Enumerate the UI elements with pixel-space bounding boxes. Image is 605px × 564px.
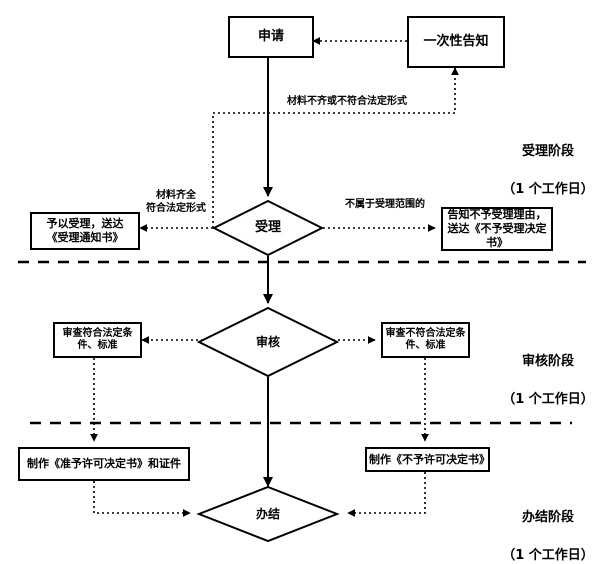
edge-label-out-of-scope: 不属于受理范围的 [345, 199, 425, 210]
node-permit-grant[interactable]: 制作《准予许可决定书》和证件 [18, 447, 190, 481]
stage-label-review: 审核阶段 （1 个工作日） [498, 334, 598, 428]
node-accept[interactable]: 受理 [211, 199, 325, 257]
stage-review-name: 审核阶段 [521, 353, 574, 369]
node-review-label: 审核 [255, 334, 280, 349]
accept-diamond-shape [211, 199, 325, 257]
node-review-pass-label: 审查符合法定条 件、标准 [62, 327, 133, 352]
node-permit-grant-label: 制作《准予许可决定书》和证件 [27, 457, 181, 471]
stage-review-duration: （1 个工作日） [502, 391, 594, 407]
node-one-time-notice-label: 一次性告知 [423, 33, 489, 49]
node-one-time-notice[interactable]: 一次性告知 [407, 16, 505, 68]
node-accept-no[interactable]: 告知不予受理理由，送达《不予受理决定书》 [441, 207, 553, 251]
node-finish-label: 办结 [255, 506, 280, 521]
node-accept-no-label: 告知不予受理理由，送达《不予受理决定书》 [447, 208, 547, 249]
finish-diamond-shape [196, 485, 340, 543]
stage-acceptance-name: 受理阶段 [521, 143, 574, 159]
node-apply-label: 申请 [257, 28, 284, 44]
node-review-pass[interactable]: 审查符合法定条 件、标准 [53, 322, 142, 358]
stage-finish-duration: （1 个工作日） [502, 547, 594, 563]
edge-deny-to-finish [347, 472, 426, 517]
node-accept-label: 受理 [254, 220, 281, 236]
node-accept-yes-label: 予以受理，送达 《受理通知书》 [46, 217, 124, 244]
stage-finish-name: 办结阶段 [521, 509, 574, 525]
node-review[interactable]: 审核 [196, 306, 340, 378]
node-review-fail[interactable]: 审查不符合法定条 件、标准 [381, 322, 470, 358]
review-diamond-shape [196, 306, 340, 378]
edge-grant-to-finish [93, 481, 191, 517]
node-permit-deny[interactable]: 制作《不予许可决定书》 [365, 447, 490, 472]
stage-acceptance-duration: （1 个工作日） [502, 181, 594, 197]
node-permit-deny-label: 制作《不予许可决定书》 [369, 452, 490, 466]
edge-label-materials-complete: 材料齐全 符合法定形式 [146, 190, 206, 214]
edge-label-materials-incomplete: 材料不齐或不符合法定形式 [287, 96, 407, 107]
stage-label-finish: 办结阶段 （1 个工作日） [498, 490, 598, 564]
node-review-fail-label: 审查不符合法定条 件、标准 [385, 327, 466, 352]
node-accept-yes[interactable]: 予以受理，送达 《受理通知书》 [30, 212, 140, 250]
node-apply[interactable]: 申请 [228, 16, 314, 58]
stage-label-acceptance: 受理阶段 （1 个工作日） [498, 124, 598, 218]
node-finish[interactable]: 办结 [196, 485, 340, 543]
